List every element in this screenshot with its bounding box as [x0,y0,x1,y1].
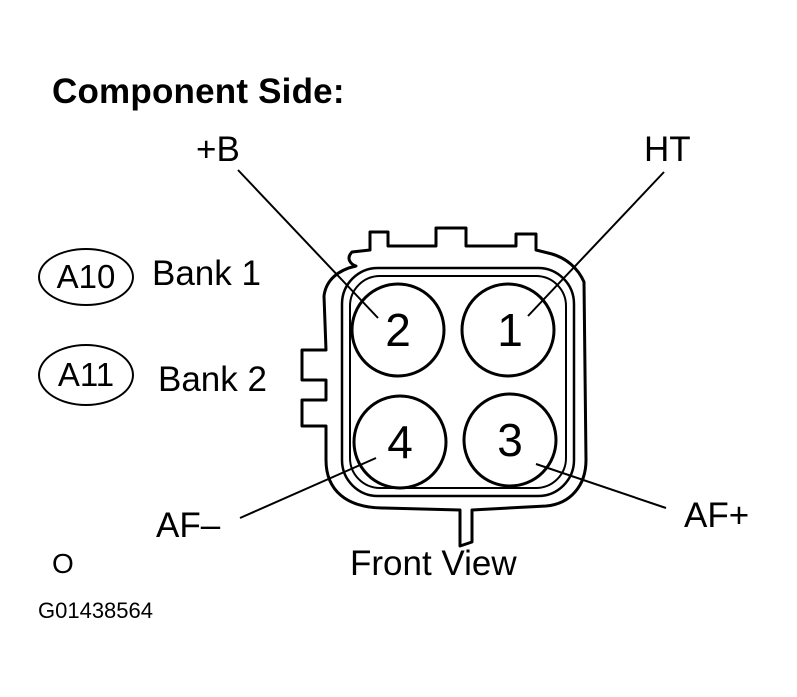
pin-cavity-2 [350,282,446,378]
leader-line-af-plus [535,463,667,509]
corner-mark: O [52,548,74,579]
label-plus-b: +B [196,130,240,169]
pin-number-2: 2 [385,304,411,356]
legend-label-bank-2: Bank 2 [158,360,267,399]
leader-line-plus-b [237,169,379,319]
connector-inner-rim [340,266,576,498]
pin-number-1: 1 [497,304,523,356]
label-ht: HT [644,130,691,169]
pin-number-3: 3 [497,414,523,466]
label-af-plus: AF+ [684,496,750,535]
figure-id: G01438564 [38,598,153,623]
pin-number-4: 4 [387,416,413,468]
legend-code-a10: A10 [56,258,116,295]
pin-cavity-3 [462,392,558,488]
connector-inner-rim-2 [349,275,567,489]
diagram-title: Component Side: [52,72,345,111]
front-view-caption: Front View [350,544,517,583]
legend-badge-a10: A10 [38,248,134,306]
legend-label-bank-1: Bank 1 [152,254,261,293]
leader-line-ht [527,171,665,317]
pin-cavity-4 [352,394,448,490]
leader-line-af-minus [239,457,377,519]
legend-badge-a11: A11 [38,344,134,406]
label-af-minus: AF– [156,506,221,545]
pin-cavity-1 [460,282,556,378]
legend-code-a11: A11 [57,356,115,393]
